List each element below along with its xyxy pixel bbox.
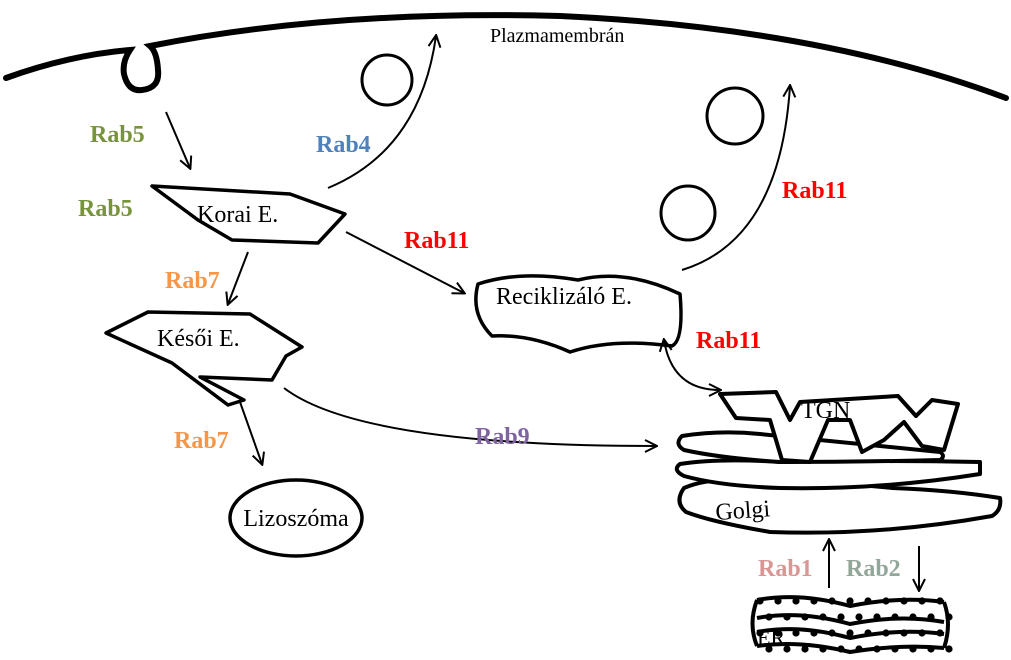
ribosome-dot	[801, 613, 808, 620]
arrow-late-to-lysosome	[240, 402, 262, 464]
ribosome-dot	[864, 629, 871, 636]
ribosome-dot	[900, 629, 907, 636]
ribosome-dot	[945, 645, 952, 652]
rab5-label: Rab5	[90, 122, 145, 148]
ribosome-dot	[846, 597, 853, 604]
ribosome-dot	[819, 645, 826, 652]
rab4-label: Rab4	[316, 132, 371, 158]
late-endosome-label: Késői E.	[157, 326, 240, 352]
golgi-cisterna	[677, 460, 980, 488]
lysosome-label: Lizoszóma	[243, 506, 349, 532]
ribosome-dot	[792, 629, 799, 636]
rab7-label: Rab7	[165, 268, 220, 294]
rab7-label: Rab7	[174, 428, 229, 454]
rab9-label: Rab9	[475, 424, 530, 450]
arrow-early-to-late	[228, 252, 248, 304]
vesicle	[362, 55, 412, 105]
arrow-pm-to-early	[166, 112, 190, 168]
rab5-label: Rab5	[78, 196, 133, 222]
tgn-label: TGN	[801, 398, 850, 424]
ribosome-dot	[882, 629, 889, 636]
arrow-recycling-to-pm	[682, 86, 790, 270]
rab11-label: Rab11	[782, 178, 847, 204]
ribosome-dot	[882, 597, 889, 604]
ribosome-dot	[927, 613, 934, 620]
ribosome-dot	[936, 597, 943, 604]
ribosome-dot	[828, 629, 835, 636]
ribosome-dot	[819, 613, 826, 620]
ribosome-dot	[900, 597, 907, 604]
ribosome-dot	[918, 597, 925, 604]
ribosome-dot	[837, 613, 844, 620]
ribosome-dot	[801, 645, 808, 652]
ribosome-dot	[792, 597, 799, 604]
er-label: ER	[757, 625, 785, 650]
ribosome-dot	[873, 645, 880, 652]
golgi-label: Golgi	[715, 496, 772, 526]
ribosome-dot	[855, 645, 862, 652]
ribosome-dot	[909, 645, 916, 652]
rab1-label: Rab1	[758, 556, 813, 582]
ribosome-dot	[918, 629, 925, 636]
ribosome-dot	[927, 645, 934, 652]
ribosome-dot	[936, 629, 943, 636]
ribosome-dot	[774, 597, 781, 604]
ribosome-dot	[846, 629, 853, 636]
ribosome-dot	[828, 597, 835, 604]
ribosome-dot	[756, 597, 763, 604]
rab2-label: Rab2	[846, 556, 901, 582]
ribosome-dot	[909, 613, 916, 620]
ribosome-dot	[864, 597, 871, 604]
plasma-membrane-label: Plazmamembrán	[490, 25, 624, 47]
rab11-label: Rab11	[404, 228, 469, 254]
vesicle	[707, 88, 763, 144]
ribosome-dot	[810, 629, 817, 636]
recycling-endosome-label: Reciklizáló E.	[496, 284, 632, 310]
ribosome-dot	[945, 613, 952, 620]
arrow-late-to-golgi	[284, 388, 656, 446]
ribosome-dot	[765, 613, 772, 620]
early-endosome-label: Korai E.	[197, 202, 278, 228]
vesicle	[661, 186, 715, 240]
rab11-label: Rab11	[696, 328, 761, 354]
ribosome-dot	[873, 613, 880, 620]
ribosome-dot	[810, 597, 817, 604]
ribosome-dot	[891, 613, 898, 620]
ribosome-dot	[783, 613, 790, 620]
ribosome-dot	[891, 645, 898, 652]
ribosome-dot	[855, 613, 862, 620]
arrow-early-to-pm-rab4	[328, 36, 436, 188]
ribosome-dot	[837, 645, 844, 652]
